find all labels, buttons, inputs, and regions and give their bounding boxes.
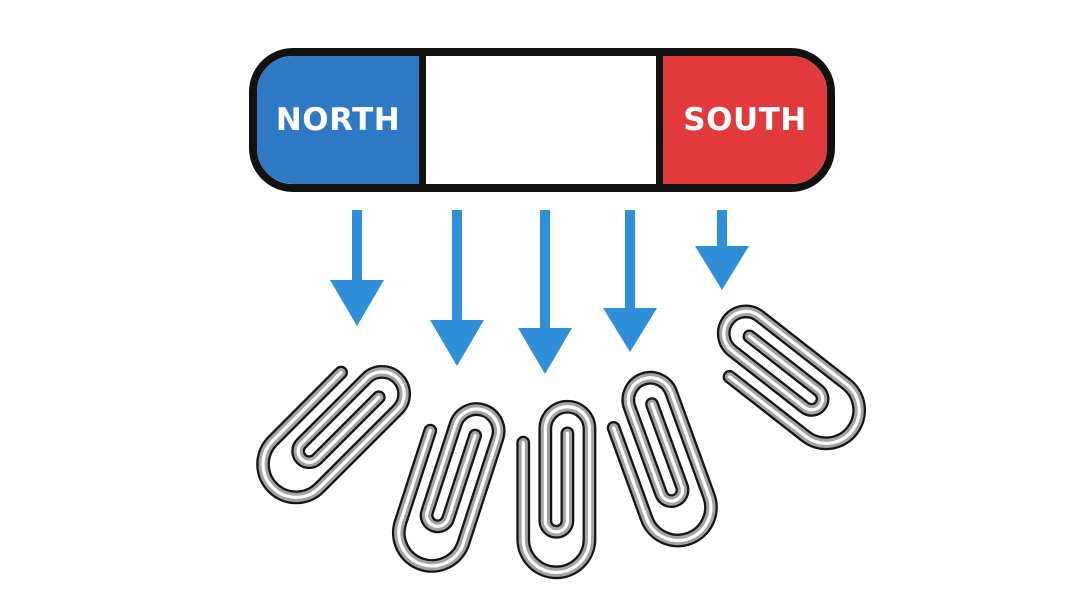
arrow-2 bbox=[430, 210, 484, 366]
arrow-4 bbox=[603, 210, 657, 352]
bar-magnet: NORTH SOUTH bbox=[249, 48, 835, 192]
paperclip-5 bbox=[701, 297, 877, 457]
arrow-5 bbox=[695, 210, 749, 290]
magnet-center bbox=[426, 56, 664, 184]
arrow-1 bbox=[330, 210, 384, 326]
north-pole: NORTH bbox=[257, 56, 426, 184]
paperclip-4 bbox=[601, 369, 727, 550]
south-label: SOUTH bbox=[683, 102, 807, 138]
arrow-3 bbox=[518, 210, 572, 374]
south-pole: SOUTH bbox=[656, 56, 827, 184]
north-label: NORTH bbox=[275, 102, 401, 138]
paperclip-2 bbox=[390, 397, 511, 577]
paperclip-3 bbox=[523, 407, 597, 573]
paperclip-1 bbox=[249, 347, 418, 516]
